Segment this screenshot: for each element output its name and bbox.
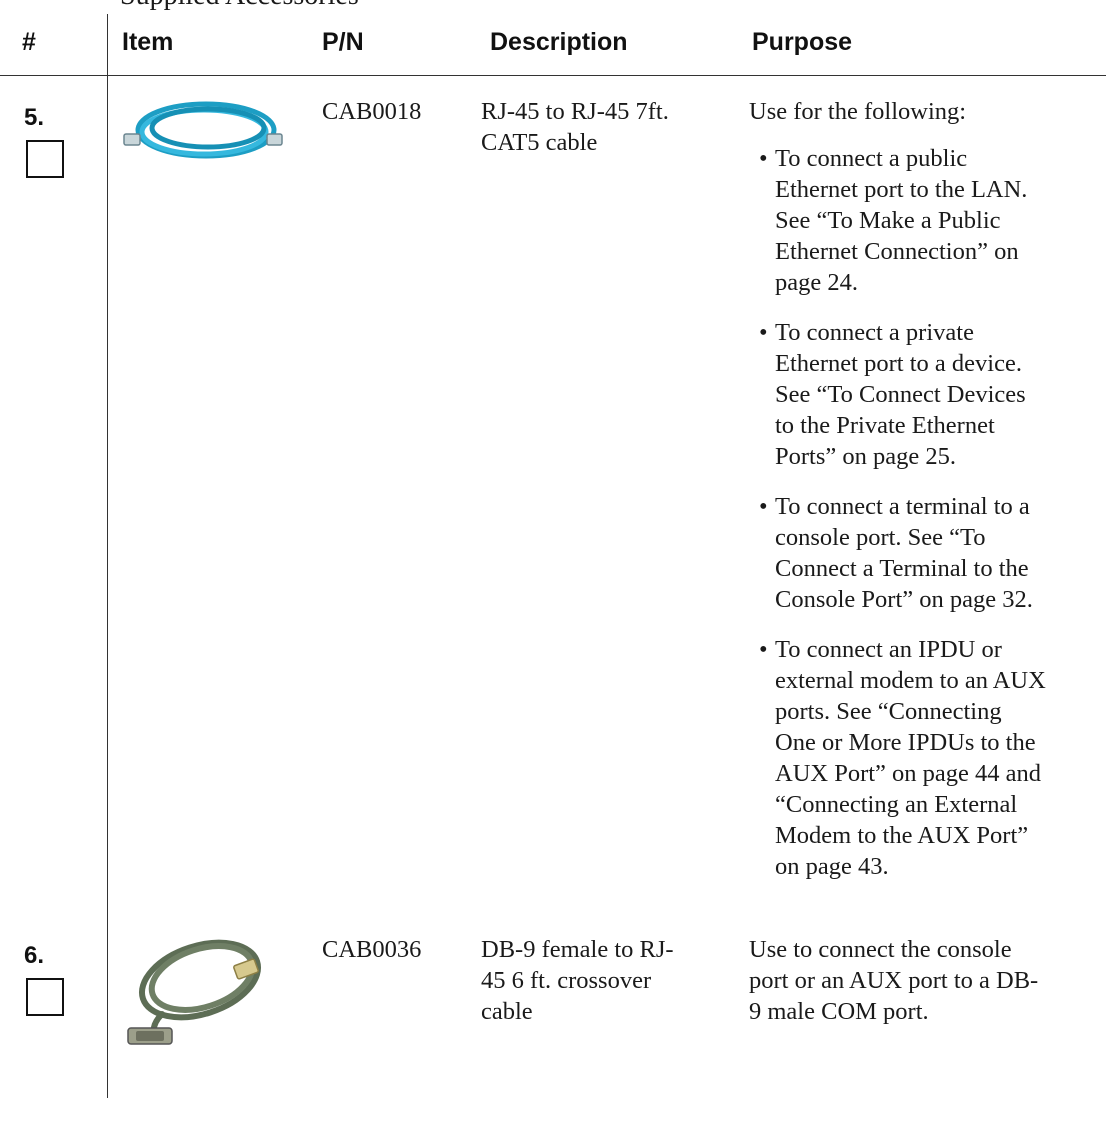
- bullet-dot: •: [759, 636, 768, 663]
- purpose-bullet: • To connect a public Ethernet port to t…: [759, 143, 1105, 298]
- purpose-bullet: • To connect a terminal to a console por…: [759, 491, 1105, 615]
- bullet-line: Console Port” on page 32.: [775, 586, 1033, 613]
- bullet-line: “Connecting an External: [775, 791, 1018, 818]
- bullet-line: on page 43.: [775, 853, 889, 880]
- bullet-line: One or More IPDUs to the: [775, 729, 1036, 756]
- header-rule: [0, 75, 1106, 76]
- row-checkbox[interactable]: [26, 978, 64, 1016]
- part-number: CAB0036: [322, 936, 422, 963]
- description-line: 45 6 ft. crossover: [481, 967, 652, 994]
- purpose-bullet: • To connect an IPDU or external modem t…: [759, 634, 1105, 882]
- part-number: CAB0018: [322, 98, 422, 125]
- purpose-intro: Use for the following:: [749, 98, 967, 125]
- bullet-line: See “To Connect Devices: [775, 381, 1026, 408]
- description-line: RJ-45 to RJ-45 7ft.: [481, 98, 669, 125]
- header-pn: P/N: [322, 28, 364, 56]
- bullet-line: Ethernet port to the LAN.: [775, 176, 1028, 203]
- bullet-line: console port. See “To: [775, 524, 986, 551]
- row-number: 5.: [24, 104, 45, 131]
- bullet-line: AUX Port” on page 44 and: [775, 760, 1042, 787]
- bullet-line: Connect a Terminal to the: [775, 555, 1029, 582]
- bullet-line: Modem to the AUX Port”: [775, 822, 1029, 849]
- bullet-line: Ethernet port to a device.: [775, 350, 1022, 377]
- header-number: #: [22, 28, 36, 56]
- description-line: DB-9 female to RJ-: [481, 936, 674, 963]
- header-purpose: Purpose: [752, 28, 853, 56]
- purpose-line: port or an AUX port to a DB-: [749, 967, 1039, 994]
- purpose-line: 9 male COM port.: [749, 998, 929, 1025]
- bullet-line: to the Private Ethernet: [775, 412, 995, 439]
- bullet-line: See “To Make a Public: [775, 207, 1001, 234]
- db9-crossover-cable-photo: [127, 939, 262, 1045]
- row-checkbox[interactable]: [26, 140, 64, 178]
- blue-cat5-cable-photo: [123, 101, 283, 159]
- description-line: cable: [481, 998, 533, 1025]
- bullet-line: Ports” on page 25.: [775, 443, 956, 470]
- bullet-line: To connect an IPDU or: [775, 636, 1002, 663]
- column-divider: [107, 14, 108, 1098]
- bullet-line: To connect a public: [775, 145, 968, 172]
- bullet-dot: •: [759, 145, 768, 172]
- bullet-line: To connect a terminal to a: [775, 493, 1030, 520]
- clipped-top-text: Supplied Accessories: [120, 0, 359, 12]
- bullet-line: To connect a private: [775, 319, 974, 346]
- bullet-line: page 24.: [775, 269, 858, 296]
- purpose-line: Use to connect the console: [749, 936, 1012, 963]
- bullet-line: ports. See “Connecting: [775, 698, 1002, 725]
- bullet-line: external modem to an AUX: [775, 667, 1046, 694]
- description-line: CAT5 cable: [481, 129, 598, 156]
- header-item: Item: [122, 28, 174, 56]
- bullet-line: Ethernet Connection” on: [775, 238, 1019, 265]
- purpose-bullet: • To connect a private Ethernet port to …: [759, 317, 1105, 472]
- row-number: 6.: [24, 942, 45, 969]
- bullet-dot: •: [759, 493, 768, 520]
- header-description: Description: [490, 28, 628, 56]
- bullet-dot: •: [759, 319, 768, 346]
